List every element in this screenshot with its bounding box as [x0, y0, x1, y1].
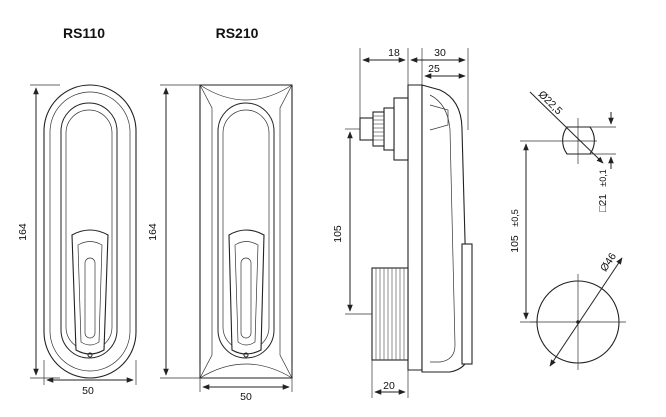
rs110-body-inner — [49, 91, 131, 372]
rs210-height-label: 164 — [147, 223, 159, 241]
rs210-lever-inner — [234, 241, 259, 346]
side-top-bolt-head — [359, 117, 374, 141]
rs210-title: RS210 — [216, 25, 259, 41]
rs110-lever-inner — [77, 241, 103, 346]
rs110-lever — [71, 229, 109, 355]
cutout-square-label: □21 — [597, 194, 609, 212]
rs210-pivot — [243, 352, 249, 358]
side-flange — [407, 84, 423, 371]
cutout-small-label: Ø22,5 — [536, 89, 565, 118]
side-dim-18-label: 18 — [388, 47, 400, 59]
cutout-view: Ø22,5 □21 ±0,1 105 ±0,5 Ø46 — [509, 89, 626, 370]
side-top-thread-hatch — [373, 115, 384, 141]
rs210-lever — [228, 229, 265, 355]
rs110-view: RS110 164 50 — [17, 25, 137, 397]
cutout-small-leader — [529, 91, 604, 164]
side-view: 18 30 25 105 20 — [332, 47, 473, 398]
cutout-spacing-label: 105 — [509, 235, 521, 253]
side-dim-20-label: 20 — [383, 380, 395, 392]
cutout-square-tol: ±0,1 — [598, 169, 608, 186]
side-top-nut — [383, 107, 395, 151]
rs210-width-label: 50 — [240, 391, 252, 403]
rs110-height-label: 164 — [17, 223, 29, 241]
cutout-spacing-tol: ±0,5 — [510, 209, 520, 226]
side-lock-knurl — [375, 268, 405, 360]
rs110-pivot — [87, 352, 93, 358]
side-handle-profile — [421, 84, 469, 373]
rs110-recess — [60, 102, 118, 359]
side-dim-25-label: 25 — [428, 63, 440, 75]
side-top-thread — [372, 111, 385, 147]
cutout-large-label: Ø46 — [598, 251, 619, 274]
rs110-lever-slot — [84, 257, 96, 339]
rs110-width-label: 50 — [82, 385, 94, 397]
side-rear-step — [461, 243, 473, 365]
rs210-bottom-curve — [199, 363, 293, 379]
rs210-top-curve — [199, 84, 293, 101]
side-top-body — [393, 97, 409, 161]
cutout-large-leader — [549, 257, 623, 367]
rs110-title: RS110 — [63, 25, 105, 41]
rs210-lever-slot — [240, 257, 252, 339]
rs210-recess — [217, 102, 275, 359]
rs210-view: RS210 164 50 — [147, 25, 293, 403]
side-dim-105-label: 105 — [332, 225, 344, 243]
side-dim-30-label: 30 — [434, 47, 446, 59]
side-lock-cylinder — [371, 267, 409, 361]
